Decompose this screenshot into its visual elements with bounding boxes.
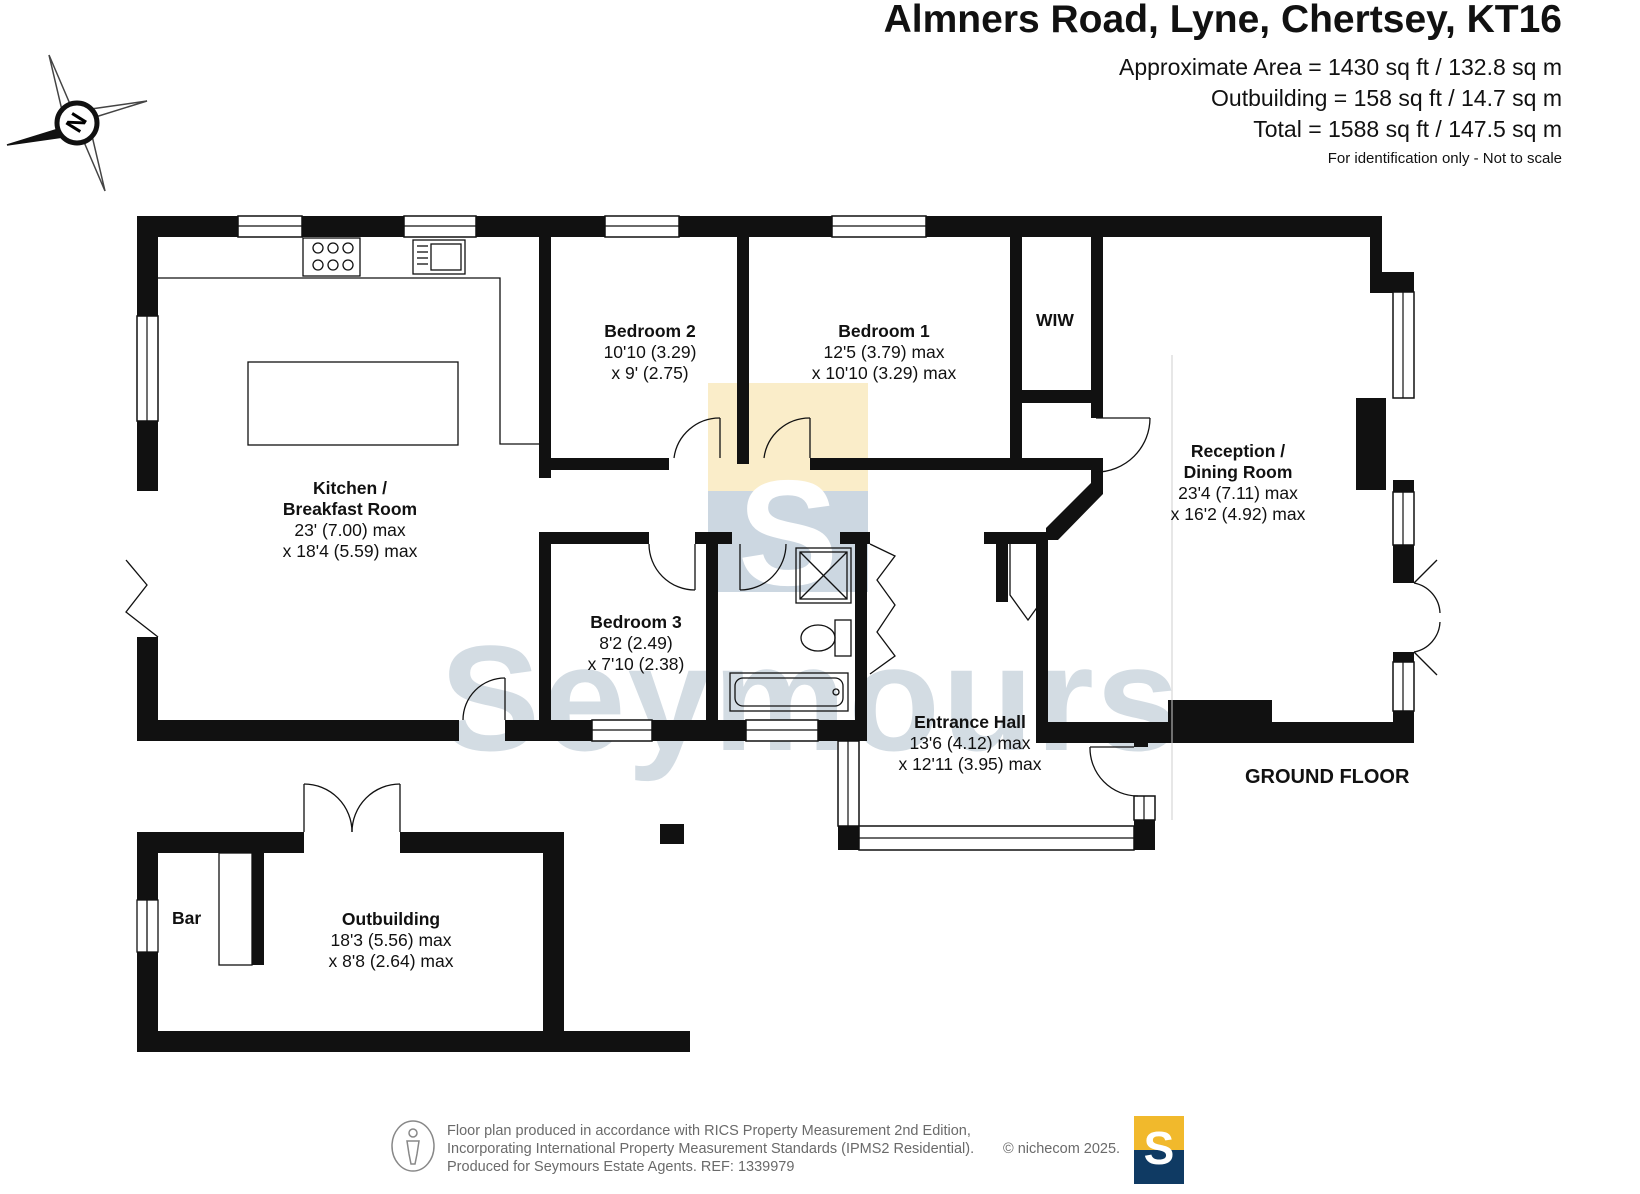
outbuilding-dim2: x 8'8 (2.64) max	[328, 951, 454, 971]
footer-line-3: Produced for Seymours Estate Agents. REF…	[447, 1159, 795, 1175]
room-label-bedroom-2: Bedroom 2 10'10 (3.29) x 9' (2.75)	[604, 321, 697, 384]
svg-text:S: S	[1144, 1122, 1175, 1174]
cupboard-walls	[855, 532, 1008, 682]
kitchen-dim1: 23' (7.00) max	[294, 520, 406, 540]
room-label-reception: Reception / Dining Room 23'4 (7.11) max …	[1171, 441, 1306, 525]
room-label-wiw: WIW	[1036, 310, 1074, 330]
outbuilding-fittings	[136, 852, 253, 966]
compass-rose-icon: N	[6, 54, 148, 192]
scale-note: For identification only - Not to scale	[1327, 150, 1562, 167]
sink-icon	[412, 239, 466, 275]
svg-text:S: S	[738, 449, 838, 617]
bedroom3-name: Bedroom 3	[590, 612, 682, 632]
shower-icon	[795, 547, 852, 604]
bedroom1-name: Bedroom 1	[838, 321, 930, 341]
seymours-watermark: Seymours	[440, 614, 1182, 782]
outbuilding-doors	[303, 783, 401, 833]
bedroom1-dim2: x 10'10 (3.29) max	[811, 363, 957, 383]
room-label-kitchen: Kitchen / Breakfast Room 23' (7.00) max …	[283, 478, 418, 562]
kitchen-name-line1: Kitchen /	[313, 478, 387, 498]
footer-copyright: © nichecom 2025.	[1003, 1141, 1121, 1157]
rics-person-icon	[391, 1120, 435, 1172]
area-total: Total = 1588 sq ft / 147.5 sq m	[1253, 116, 1562, 142]
toilet-icon	[800, 619, 852, 657]
kitchen-dim2: x 18'4 (5.59) max	[282, 541, 418, 561]
area-outbuilding: Outbuilding = 158 sq ft / 14.7 sq m	[1211, 85, 1562, 111]
entrance-dim2: x 12'11 (3.95) max	[898, 754, 1042, 774]
entrance-name: Entrance Hall	[914, 712, 1026, 732]
reception-name-line2: Dining Room	[1183, 462, 1293, 482]
outbuilding-dim1: 18'3 (5.56) max	[330, 930, 452, 950]
watermark-logo-icon: S	[708, 383, 868, 617]
reception-dim1: 23'4 (7.11) max	[1178, 483, 1298, 503]
room-label-bedroom-3: Bedroom 3 8'2 (2.49) x 7'10 (2.38)	[588, 612, 685, 675]
footer-line-1: Floor plan produced in accordance with R…	[447, 1123, 971, 1139]
bedroom3-dim2: x 7'10 (2.38)	[587, 654, 685, 674]
bedroom2-dim2: x 9' (2.75)	[611, 363, 689, 383]
room-label-outbuilding: Outbuilding 18'3 (5.56) max x 8'8 (2.64)…	[329, 909, 454, 972]
entrance-dim1: 13'6 (4.12) max	[909, 733, 1031, 753]
doors	[125, 417, 1441, 797]
kitchen-fittings	[158, 237, 539, 446]
floor-label: GROUND FLOOR	[1245, 766, 1410, 788]
hob-icon	[302, 237, 361, 277]
plan-title: Almners Road, Lyne, Chertsey, KT16	[883, 0, 1562, 41]
bedroom2-name: Bedroom 2	[604, 321, 696, 341]
bedroom2-dim1: 10'10 (3.29)	[603, 342, 697, 362]
window-lines	[146, 225, 1404, 839]
room-label-entrance-hall: Entrance Hall 13'6 (4.12) max x 12'11 (3…	[898, 712, 1041, 775]
footer-disclaimer: Floor plan produced in accordance with R…	[447, 1122, 974, 1176]
bedroom1-dim1: 12'5 (3.79) max	[823, 342, 945, 362]
kitchen-name-line2: Breakfast Room	[282, 499, 418, 519]
bath-icon	[729, 672, 849, 712]
room-label-bar: Bar	[172, 908, 202, 928]
outbuilding-name: Outbuilding	[341, 909, 441, 929]
reception-dim2: x 16'2 (4.92) max	[1170, 504, 1306, 524]
footer-line-2: Incorporating International Property Mea…	[447, 1141, 975, 1157]
bedroom3-dim1: 8'2 (2.49)	[599, 633, 673, 653]
room-label-bedroom-1: Bedroom 1 12'5 (3.79) max x 10'10 (3.29)…	[812, 321, 956, 384]
area-summary: Approximate Area = 1430 sq ft / 132.8 sq…	[1119, 52, 1562, 145]
seymours-logo-icon: S	[1134, 1116, 1184, 1184]
area-approximate: Approximate Area = 1430 sq ft / 132.8 sq…	[1118, 54, 1562, 80]
bathroom-fittings	[729, 547, 852, 712]
kitchen-island	[247, 361, 459, 446]
reception-name-line1: Reception /	[1190, 441, 1286, 461]
